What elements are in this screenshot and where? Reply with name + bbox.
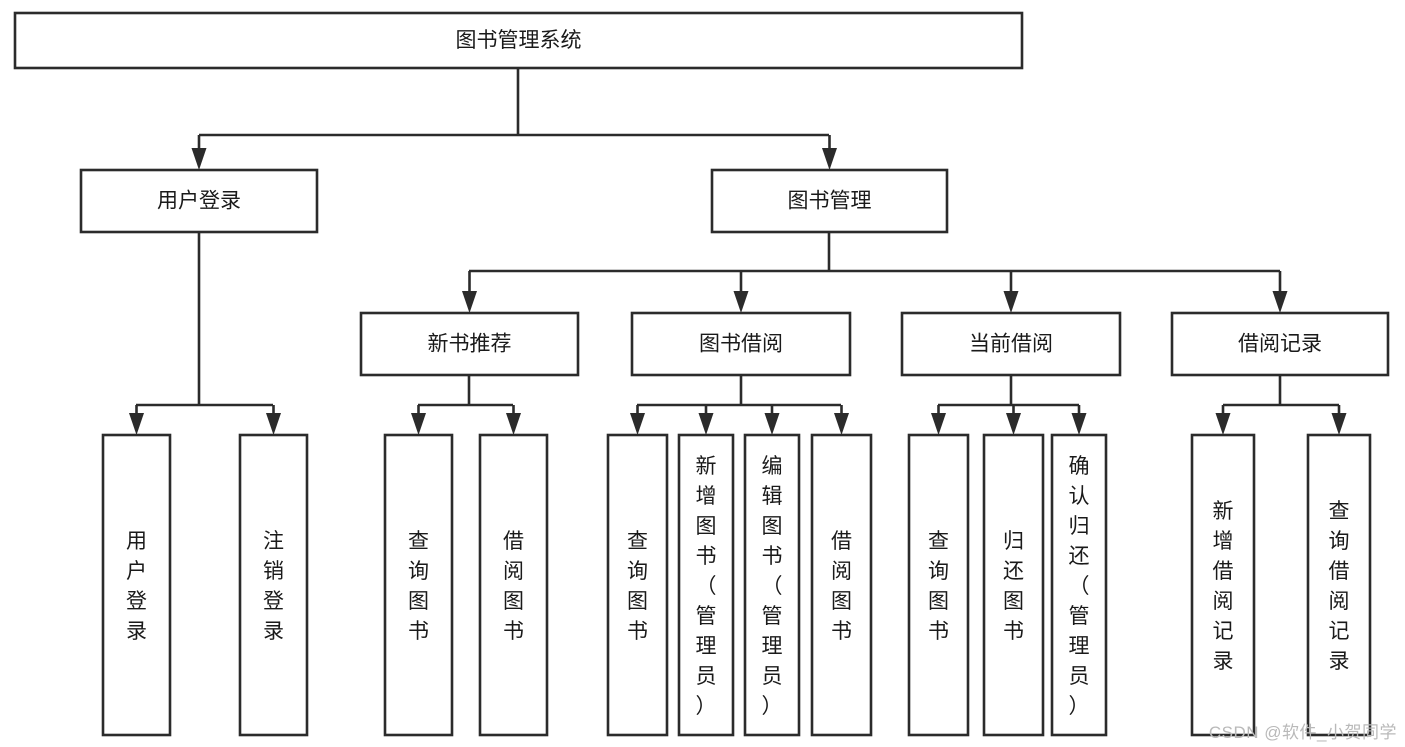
node-box-book-borrow[interactable] xyxy=(630,311,852,377)
arrow-to-leaf-logout-login-arrowhead xyxy=(266,413,281,435)
node-layer: 图书管理系统用户登录图书管理新书推荐图书借阅当前借阅借阅记录用户登录注销登录查询… xyxy=(13,11,1390,737)
node-box-leaf-query-books-borrow[interactable] xyxy=(606,433,669,737)
node-label-leaf-borrow-books-recommend: 借阅图书 xyxy=(503,530,524,643)
arrow-to-leaf-query-books-recommend-arrowhead xyxy=(411,413,426,435)
node-box-leaf-query-books-current[interactable] xyxy=(907,433,970,737)
node-box-leaf-logout-login[interactable] xyxy=(238,433,309,737)
node-leaf-add-borrow-record[interactable]: 新增借阅记录 xyxy=(1190,433,1256,737)
node-leaf-query-books-recommend[interactable]: 查询图书 xyxy=(383,433,454,737)
node-label-leaf-add-book-admin: 新增图书（管理员） xyxy=(696,455,717,718)
node-label-new-book-recommend: 新书推荐 xyxy=(428,333,512,356)
node-label-leaf-return-books: 归还图书 xyxy=(1003,530,1024,643)
node-box-leaf-user-login[interactable] xyxy=(101,433,172,737)
node-borrow-record[interactable]: 借阅记录 xyxy=(1170,311,1390,377)
node-box-leaf-add-borrow-record[interactable] xyxy=(1190,433,1256,737)
arrow-to-leaf-add-borrow-record-arrowhead xyxy=(1215,413,1231,435)
node-label-leaf-edit-book-admin: 编辑图书（管理员） xyxy=(762,455,783,718)
node-label-leaf-confirm-return-admin: 确认归还（管理员） xyxy=(1069,455,1090,718)
node-label-book-management: 图书管理 xyxy=(788,190,872,213)
node-leaf-query-books-borrow[interactable]: 查询图书 xyxy=(606,433,669,737)
node-leaf-edit-book-admin[interactable]: 编辑图书（管理员） xyxy=(743,433,801,737)
arrow-to-leaf-return-books-arrowhead xyxy=(1006,413,1021,435)
node-box-leaf-edit-book-admin[interactable] xyxy=(743,433,801,737)
node-leaf-return-books[interactable]: 归还图书 xyxy=(982,433,1045,737)
node-box-current-borrow[interactable] xyxy=(900,311,1122,377)
arrow-to-current-borrow-arrowhead xyxy=(1003,291,1019,313)
node-label-book-borrow: 图书借阅 xyxy=(699,333,783,356)
node-current-borrow[interactable]: 当前借阅 xyxy=(900,311,1122,377)
node-box-root[interactable] xyxy=(13,11,1024,70)
arrow-to-leaf-query-books-current-arrowhead xyxy=(931,413,946,435)
node-box-book-management[interactable] xyxy=(710,168,949,234)
node-book-borrow[interactable]: 图书借阅 xyxy=(630,311,852,377)
arrow-to-leaf-query-books-borrow-arrowhead xyxy=(630,413,645,435)
node-box-leaf-confirm-return-admin[interactable] xyxy=(1050,433,1108,737)
node-box-leaf-query-books-recommend[interactable] xyxy=(383,433,454,737)
node-box-leaf-borrow-books-borrow[interactable] xyxy=(810,433,873,737)
node-label-current-borrow: 当前借阅 xyxy=(969,333,1053,356)
node-leaf-user-login[interactable]: 用户登录 xyxy=(101,433,172,737)
arrow-to-user-login-arrowhead xyxy=(191,148,207,170)
arrow-to-leaf-query-borrow-record-arrowhead xyxy=(1331,413,1347,435)
node-box-leaf-borrow-books-recommend[interactable] xyxy=(478,433,549,737)
node-leaf-logout-login[interactable]: 注销登录 xyxy=(238,433,309,737)
arrow-to-leaf-confirm-return-admin-arrowhead xyxy=(1071,413,1087,435)
node-label-leaf-query-books-current: 查询图书 xyxy=(928,530,949,643)
node-book-management[interactable]: 图书管理 xyxy=(710,168,949,234)
arrow-to-leaf-edit-book-admin-arrowhead xyxy=(764,413,780,435)
node-label-borrow-record: 借阅记录 xyxy=(1238,333,1322,356)
arrow-to-leaf-borrow-books-recommend-arrowhead xyxy=(506,413,521,435)
node-leaf-confirm-return-admin[interactable]: 确认归还（管理员） xyxy=(1050,433,1108,737)
arrow-to-leaf-add-book-admin-arrowhead xyxy=(698,413,714,435)
node-box-borrow-record[interactable] xyxy=(1170,311,1390,377)
node-label-leaf-query-books-recommend: 查询图书 xyxy=(408,530,429,643)
node-label-leaf-query-books-borrow: 查询图书 xyxy=(627,530,648,643)
arrow-to-book-borrow-arrowhead xyxy=(733,291,749,313)
node-leaf-add-book-admin[interactable]: 新增图书（管理员） xyxy=(677,433,735,737)
node-new-book-recommend[interactable]: 新书推荐 xyxy=(359,311,580,377)
node-label-leaf-query-borrow-record: 查询借阅记录 xyxy=(1329,500,1350,673)
arrow-to-book-management-arrowhead xyxy=(822,148,837,170)
node-box-new-book-recommend[interactable] xyxy=(359,311,580,377)
arrow-to-leaf-user-login-arrowhead xyxy=(129,413,144,435)
node-user-login[interactable]: 用户登录 xyxy=(79,168,319,234)
node-leaf-borrow-books-recommend[interactable]: 借阅图书 xyxy=(478,433,549,737)
node-leaf-query-borrow-record[interactable]: 查询借阅记录 xyxy=(1306,433,1372,737)
node-leaf-borrow-books-borrow[interactable]: 借阅图书 xyxy=(810,433,873,737)
node-box-leaf-return-books[interactable] xyxy=(982,433,1045,737)
node-label-leaf-logout-login: 注销登录 xyxy=(263,530,284,643)
node-label-leaf-borrow-books-borrow: 借阅图书 xyxy=(831,530,852,643)
node-label-root: 图书管理系统 xyxy=(456,29,582,52)
arrow-to-borrow-record-arrowhead xyxy=(1272,291,1288,313)
arrow-to-leaf-borrow-books-borrow-arrowhead xyxy=(834,413,849,435)
connector-layer xyxy=(129,68,1347,435)
node-label-leaf-user-login: 用户登录 xyxy=(126,530,147,643)
node-box-leaf-add-book-admin[interactable] xyxy=(677,433,735,737)
node-leaf-query-books-current[interactable]: 查询图书 xyxy=(907,433,970,737)
arrow-to-new-book-recommend-arrowhead xyxy=(462,291,477,313)
node-box-user-login[interactable] xyxy=(79,168,319,234)
node-label-user-login: 用户登录 xyxy=(157,190,241,213)
node-box-leaf-query-borrow-record[interactable] xyxy=(1306,433,1372,737)
node-label-leaf-add-borrow-record: 新增借阅记录 xyxy=(1213,500,1234,673)
node-root[interactable]: 图书管理系统 xyxy=(13,11,1024,70)
